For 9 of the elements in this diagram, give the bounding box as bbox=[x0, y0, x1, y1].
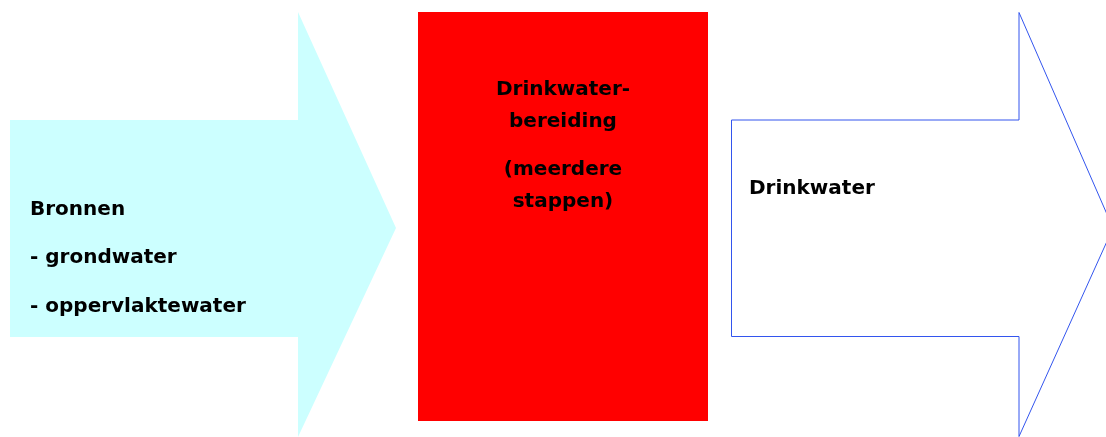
heading-text: Drinkwater bbox=[749, 174, 876, 201]
body-text: - oppervlaktewater bbox=[30, 292, 247, 319]
process-box bbox=[418, 12, 708, 421]
heading-text: Drinkwater-bereiding bbox=[494, 75, 632, 134]
body-text: (meerdere stappen) bbox=[502, 155, 624, 214]
block-arrow bbox=[731, 12, 1106, 437]
heading-text: Bronnen bbox=[30, 195, 127, 222]
block-arrow bbox=[10, 12, 398, 437]
body-text: - grondwater bbox=[30, 243, 178, 270]
